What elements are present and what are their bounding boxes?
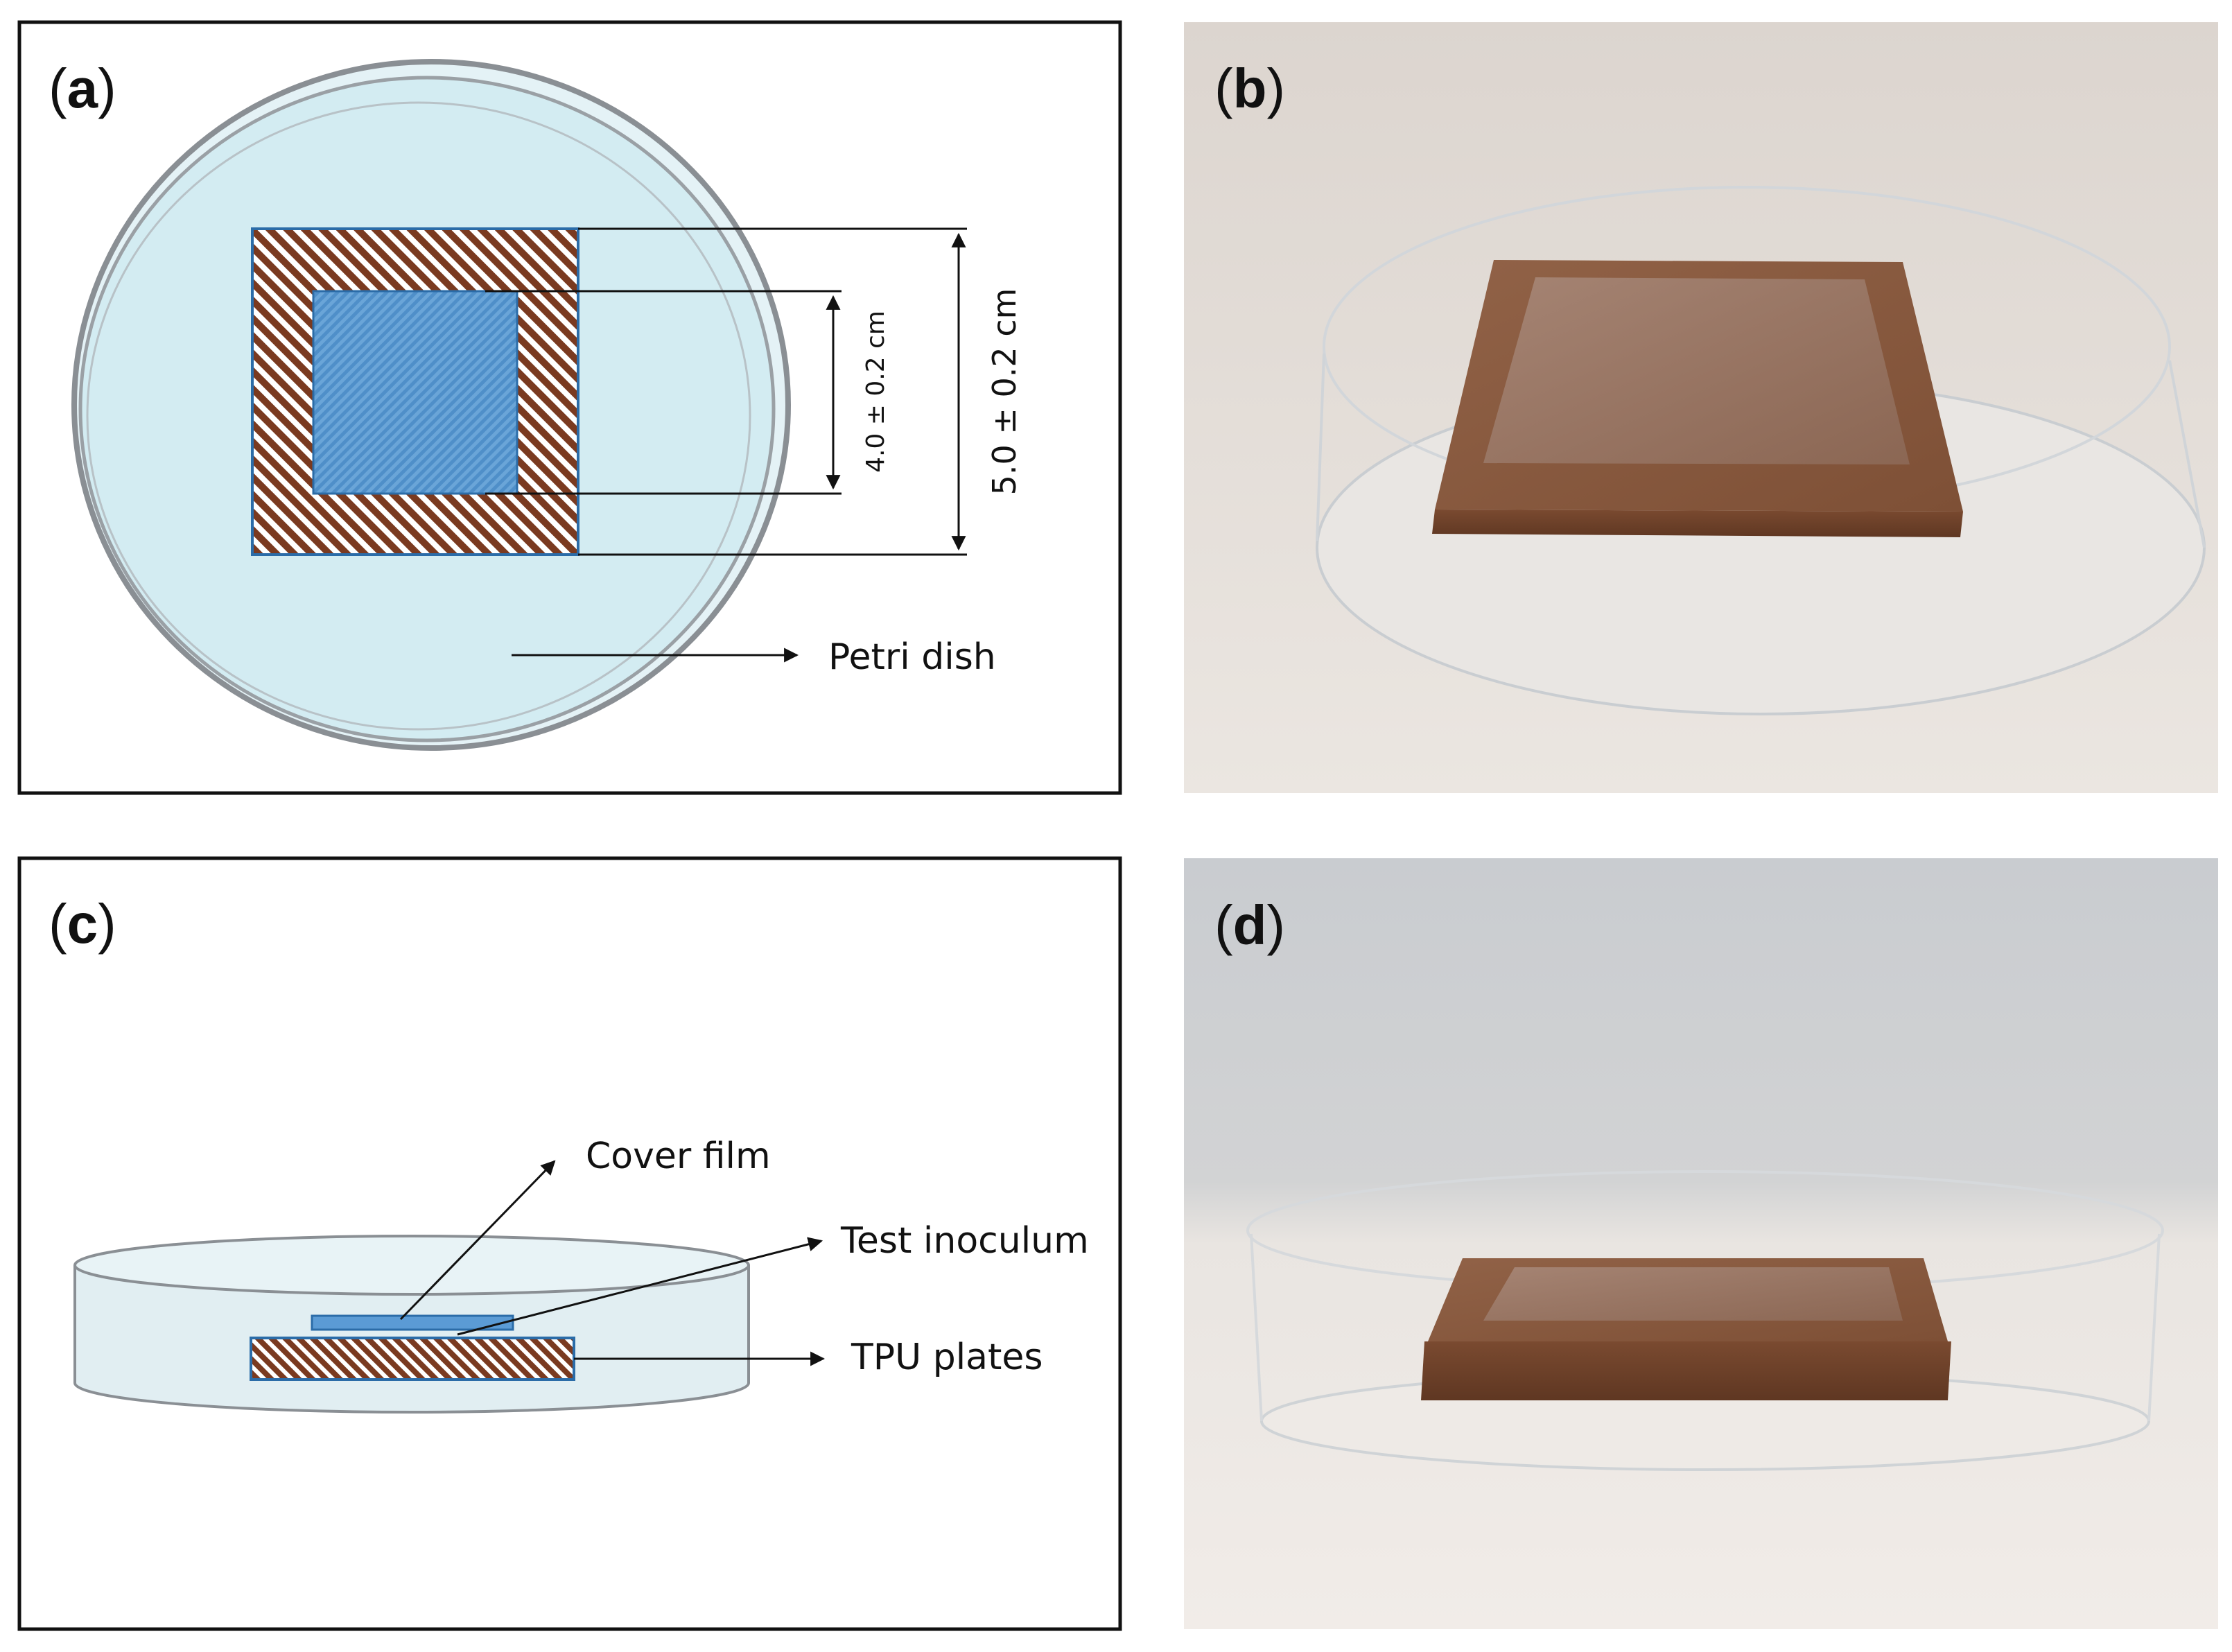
panel-a-letter-text: a: [67, 58, 98, 119]
panel-d-letter: (d): [1214, 894, 1285, 956]
petri-dish-label: Petri dish: [828, 636, 996, 678]
tpu-plate-side: [250, 1337, 575, 1381]
test-inoculum-arrow: [457, 1237, 823, 1336]
panel-c-letter: (c): [49, 893, 116, 955]
inner-film-area: [312, 290, 518, 495]
panel-a-letter: (a): [49, 58, 116, 119]
cover-film-arrow: [399, 1160, 556, 1321]
panel-a: (a) 5.0 ± 0.2 cm 4.0 ± 0.2 cm Petri dish: [17, 20, 1122, 795]
panel-b-letter: (b): [1214, 58, 1285, 119]
panel-d: (d): [1184, 858, 2218, 1629]
cover-film-side: [311, 1314, 514, 1331]
panel-d-letter-text: d: [1233, 894, 1267, 956]
panel-c-letter-text: c: [67, 893, 98, 955]
panel-c: (c) Cover film Test inoculum TPU plates: [17, 856, 1122, 1631]
panel-b: (b): [1184, 22, 2218, 793]
panel-b-letter-text: b: [1233, 58, 1267, 119]
photo-tpu-plate-side: [1421, 1258, 1951, 1400]
cover-film-label: Cover film: [586, 1136, 771, 1177]
dimension-lines: [485, 227, 967, 556]
photo-tpu-plate: [1432, 260, 1963, 537]
test-inoculum-label: Test inoculum: [840, 1220, 1089, 1262]
inner-dimension-label: 4.0 ± 0.2 cm: [862, 311, 890, 473]
tpu-plates-label: TPU plates: [851, 1337, 1043, 1378]
panel-d-photo: [1184, 858, 2218, 1629]
outer-dimension-label: 5.0 ± 0.2 cm: [986, 288, 1023, 496]
